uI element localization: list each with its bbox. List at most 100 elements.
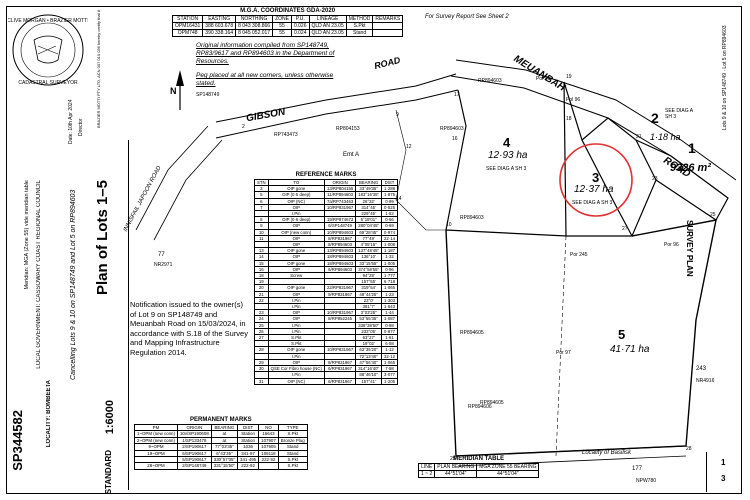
perm-mark-cell: 19~OPM [134, 449, 178, 458]
ref-mark-cell: 13/RP894603 [323, 247, 357, 255]
adj-rp894603-c: RP894603 [478, 78, 502, 84]
perm-mark-cell: 1~OPM (new conn) [134, 430, 178, 438]
ref-mark-cell: 0·69 [381, 222, 399, 230]
lot-2-number: 2 [651, 110, 659, 126]
ref-mark-cell: 8/RP831967 [323, 234, 357, 243]
perm-mark-header: TYPE [277, 423, 308, 432]
ref-mark-cell: 183°16'35" [355, 191, 383, 199]
ref-mark-cell: QSE Cor Fibro house (NC) [267, 365, 325, 373]
mga-header: STATION [171, 15, 204, 23]
ref-mark-cell [323, 303, 357, 311]
adj-npw780: NPW780 [636, 478, 657, 484]
svg-text:27: 27 [622, 226, 628, 232]
permanent-marks-title: PERMANENT MARKS [190, 417, 252, 423]
perm-mark-cell: 2/SP190617 [176, 443, 212, 451]
meridian-note: Meridian: MGA (Zone 55) vide meridian ta… [24, 180, 30, 290]
ref-mark-cell: 3·077 [381, 371, 399, 379]
plan-title: Plan of Lots 1–5 [94, 180, 111, 296]
ref-mark-cell: 10/RP831967 [323, 203, 357, 212]
lot-5-area: 41·71 ha [610, 344, 650, 355]
ref-mark-cell: 63°35'20" [355, 346, 383, 354]
adj-rp894605: RP894605 [460, 330, 484, 336]
ref-mark-cell: 22/RP831967 [323, 284, 357, 292]
ref-mark-cell: 1·875 [381, 191, 399, 199]
ref-mark-cell: 7a/RP743463 [323, 197, 357, 205]
perm-mark-cell: S.Pkt [277, 462, 308, 470]
ref-mark-cell: 11/RP894603 [323, 191, 357, 199]
perm-mark-cell: 222·92 [237, 462, 260, 470]
mga-cell [372, 22, 404, 30]
adj-77: 77 [158, 252, 165, 258]
ref-mark-cell: 0·66 [381, 216, 399, 224]
perm-mark-cell: 1036 [237, 443, 260, 451]
svg-text:14: 14 [396, 196, 402, 202]
adj-por96: Por 96 [664, 242, 679, 248]
adj-por245: Por 245 [570, 252, 588, 258]
adj-177: 177 [632, 466, 643, 472]
ref-mark-cell: 88°46'10" [355, 371, 383, 379]
ref-mark-cell: 1·288 [381, 185, 399, 193]
ref-mark-cell: 1·52 [381, 209, 399, 218]
perm-mark-cell: at [210, 436, 239, 445]
plan-number: SP344582 [10, 410, 25, 471]
perm-mark-cell: 107907 [258, 436, 279, 445]
ref-mark-cell: 1·32 [381, 253, 399, 261]
ref-mark-cell: 32·12 [381, 352, 399, 360]
svg-text:CADASTRAL SURVEYOR: CADASTRAL SURVEYOR [18, 80, 78, 86]
ref-mark-cell [323, 352, 357, 360]
meridian-cell: 1 ~ 2 [417, 470, 436, 478]
perm-mark-cell: 6°43'35" [210, 449, 239, 458]
meridian-cell: 44°51'04" [434, 470, 478, 478]
perm-mark-cell: 6/SP190617 [176, 449, 212, 458]
ref-mark-cell: 1·643 [381, 303, 399, 311]
ref-mark-cell: 6·718 [381, 278, 399, 286]
svg-text:10: 10 [446, 222, 452, 228]
survey-plan-label: SURVEY PLAN [685, 220, 694, 277]
mga-cell: 55 [272, 22, 292, 30]
ref-mark-cell: 7·98 [381, 365, 399, 373]
format-text: STANDARD [104, 450, 113, 495]
ref-mark-cell: 19/RP974673 [323, 216, 357, 224]
svg-text:CLIVE MORGAN • BRAZIER MOTTI: CLIVE MORGAN • BRAZIER MOTTI [8, 18, 88, 24]
svg-text:9: 9 [396, 112, 399, 118]
locality-basilisk: Locality of Basilisk [582, 450, 632, 456]
mga-cell: OPM16431 [171, 22, 204, 30]
ref-mark-cell: 31 [254, 377, 269, 385]
ref-mark-cell: 314°16'40" [355, 365, 383, 373]
ref-mark-cell: 1·61 [381, 334, 399, 342]
perm-mark-header: DIST [237, 423, 260, 432]
perm-mark-cell: 9~OPM [134, 443, 178, 451]
lot-1-area: 9326 m² [670, 162, 711, 174]
lot-5-number: 5 [618, 327, 626, 342]
perm-mark-cell: 341·495 [237, 455, 260, 464]
ref-mark-cell: 1·777 [381, 272, 399, 280]
reference-marks-title: REFERENCE MARKS [295, 172, 357, 178]
ref-mark-cell: 72°13'40" [355, 352, 383, 360]
peg-placed-note: Peg placed at all new corners, unless ot… [196, 72, 334, 87]
mga-cell: 0.026 [290, 22, 310, 30]
lot-2-area: 1·18 ha [650, 132, 681, 142]
perm-mark-cell: Bronze Plug [277, 436, 308, 445]
perm-mark-cell: 331°15'50" [210, 462, 239, 470]
adj-rp894606: RP894606 [468, 404, 492, 410]
mga-header: REMARKS [372, 15, 404, 23]
lot-4-area: 12·93 ha [488, 150, 528, 161]
meridian-cell: 44°51'04" [476, 470, 540, 478]
ref-mark-cell: 10/RP894603 [323, 228, 357, 236]
adj-243: 243 [696, 366, 707, 372]
adj-rp804153: RP804153 [336, 126, 360, 132]
